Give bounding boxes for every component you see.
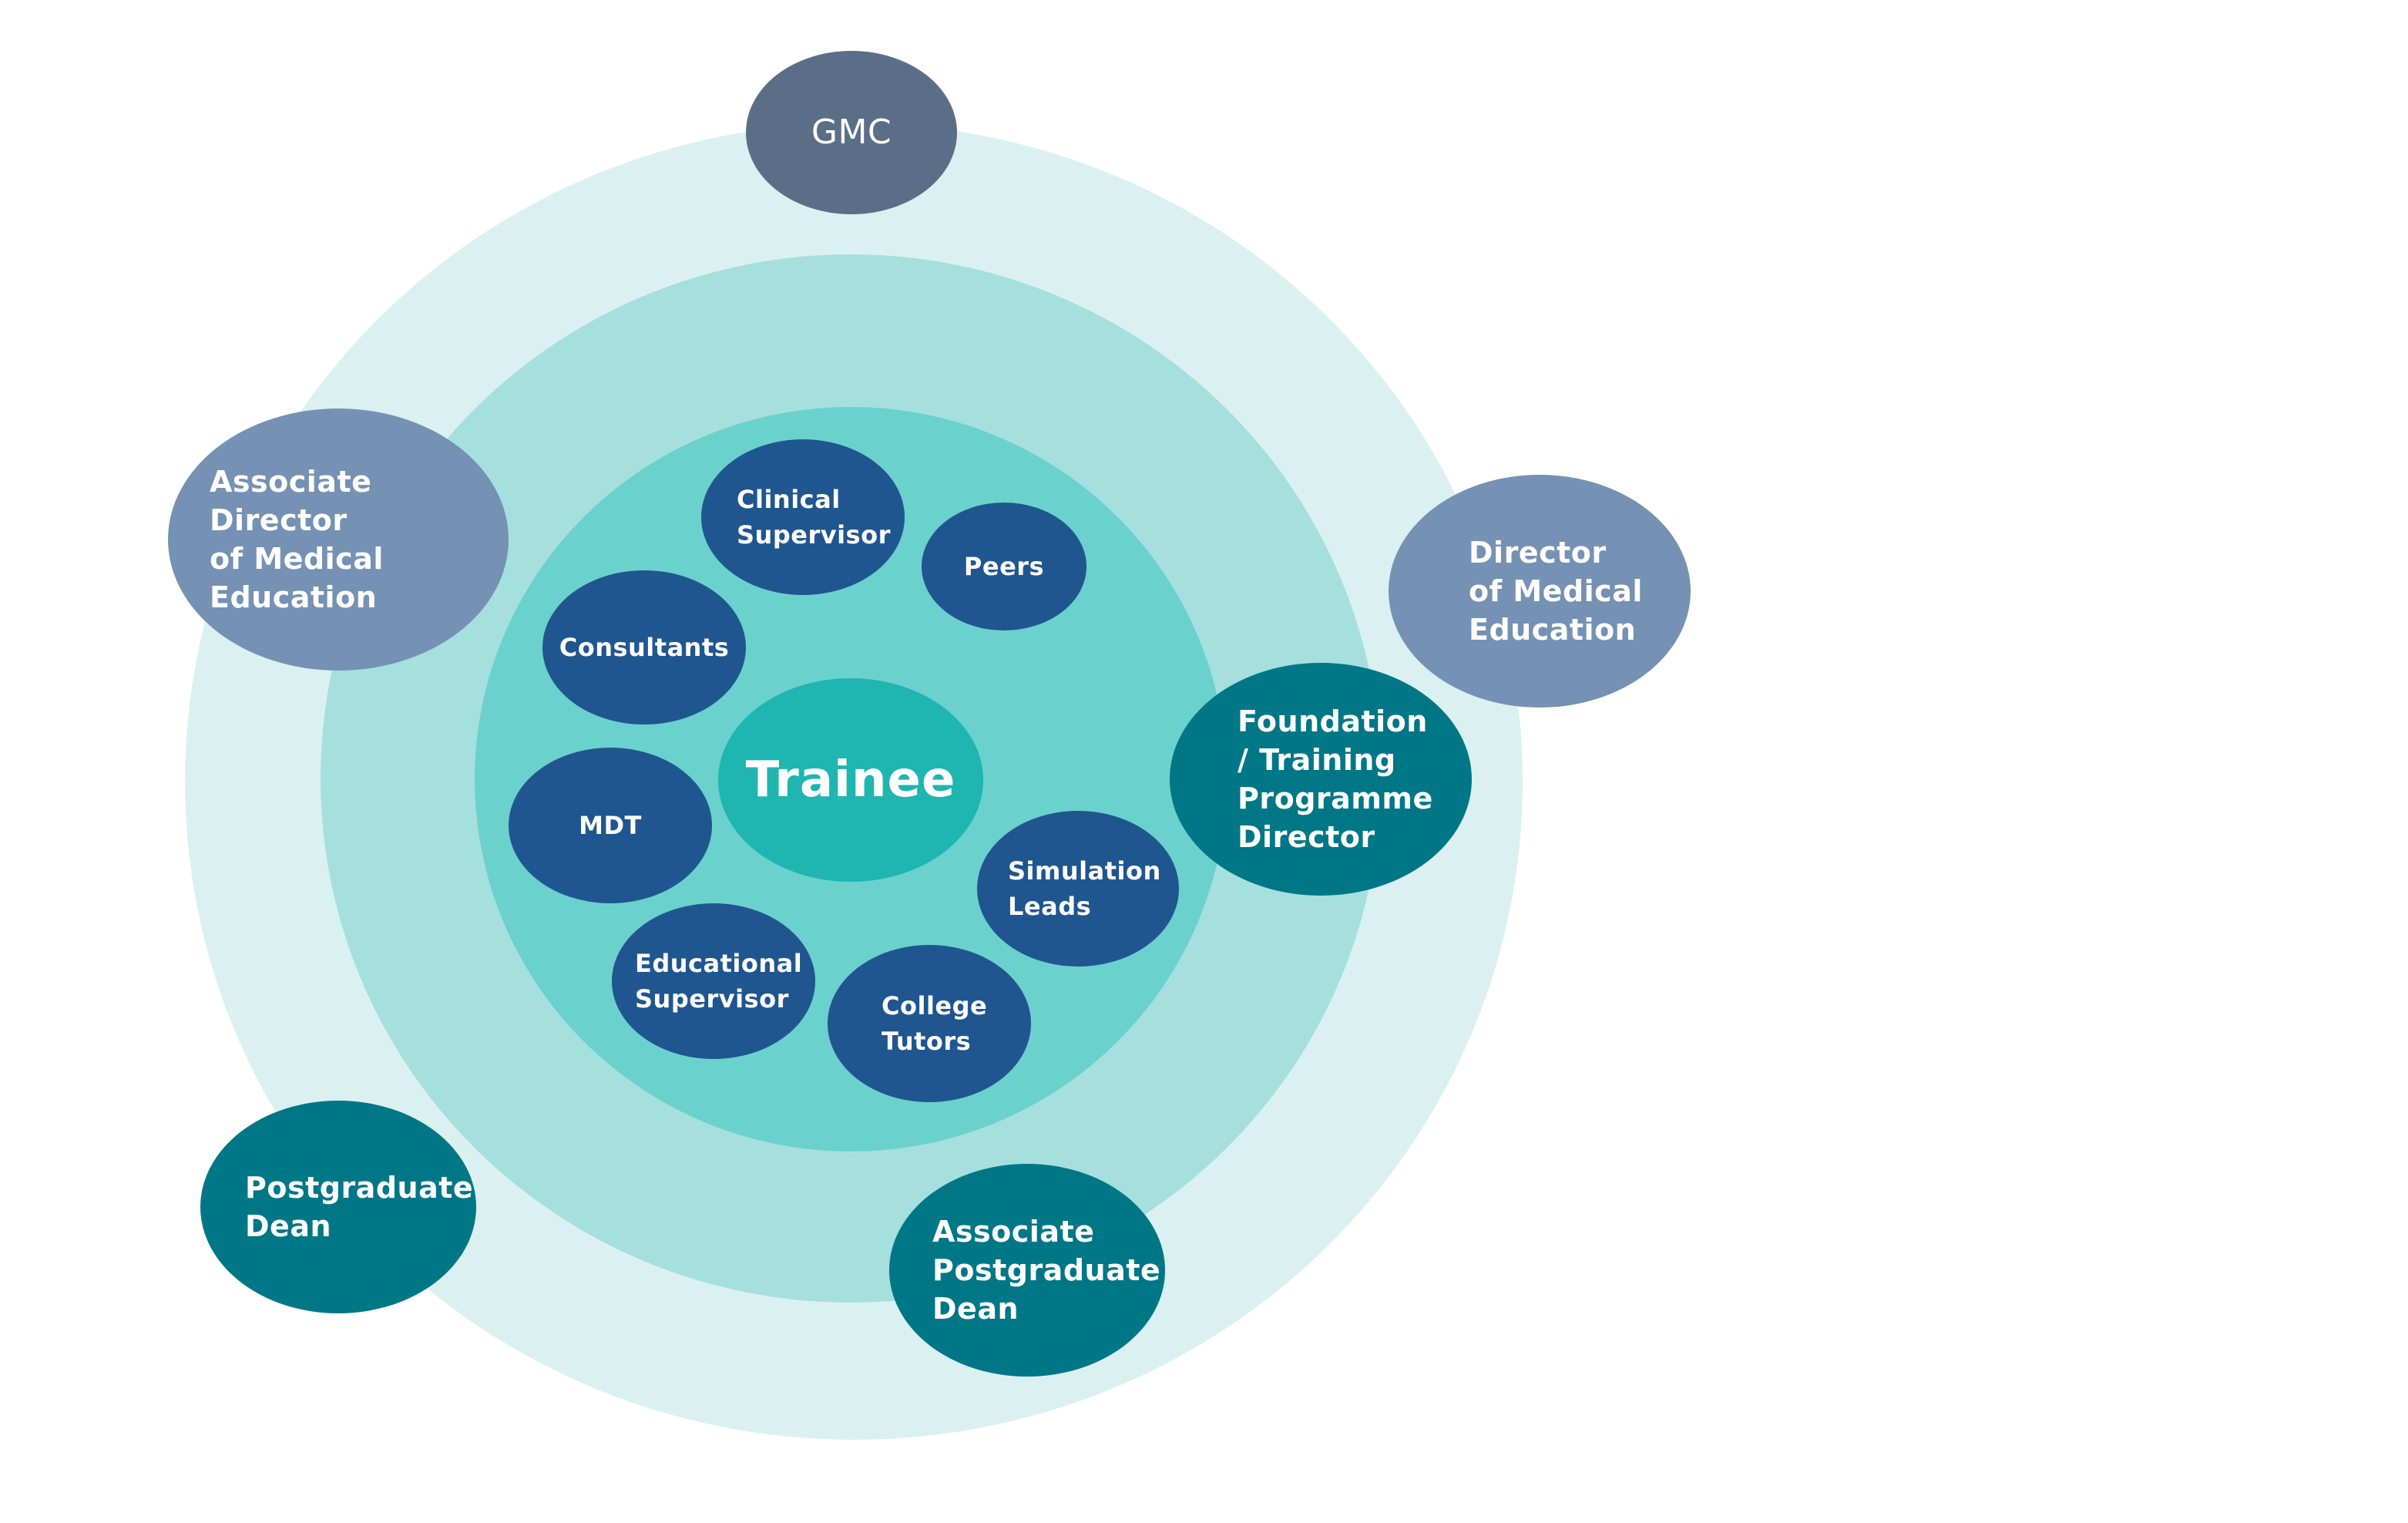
clinical-supervisor-label: Clinical Supervisor: [737, 485, 891, 550]
educational-supervisor-label: Educational Supervisor: [635, 949, 803, 1014]
director-label: Director of Medical Education: [1469, 536, 1643, 647]
associate-postgraduate-dean-node: Associate Postgraduate Dean: [889, 1164, 1165, 1377]
peers-node: Peers: [922, 503, 1086, 630]
consultants-label: Consultants: [559, 633, 730, 662]
gmc-node: GMC: [746, 51, 957, 214]
postgraduate-dean-node: Postgraduate Dean: [200, 1101, 476, 1313]
educational-supervisor-node: Educational Supervisor: [612, 903, 815, 1059]
associate-postgraduate-dean-label: Associate Postgraduate Dean: [932, 1215, 1161, 1326]
simulation-leads-label: Simulation Leads: [1008, 856, 1161, 921]
trainee-node: Trainee: [718, 678, 983, 882]
college-tutors-label: College Tutors: [882, 991, 988, 1056]
associate-director-label: Associate Director of Medical Education: [210, 465, 384, 614]
simulation-leads-node: Simulation Leads: [977, 811, 1179, 967]
programme-director-label: Foundation / Training Programme Director: [1238, 704, 1433, 854]
college-tutors-node: College Tutors: [828, 945, 1031, 1102]
consultants-node: Consultants: [542, 570, 746, 725]
postgraduate-dean-label: Postgraduate Dean: [245, 1171, 474, 1243]
mdt-node: MDT: [509, 748, 712, 903]
director-node: Director of Medical Education: [1389, 475, 1691, 708]
programme-director-node: Foundation / Training Programme Director: [1170, 663, 1472, 896]
peers-label: Peers: [963, 552, 1045, 581]
associate-director-node: Associate Director of Medical Education: [168, 408, 509, 671]
trainee-label: Trainee: [745, 751, 956, 809]
gmc-label: GMC: [811, 113, 892, 152]
clinical-supervisor-node: Clinical Supervisor: [701, 439, 905, 595]
mdt-label: MDT: [579, 811, 642, 840]
